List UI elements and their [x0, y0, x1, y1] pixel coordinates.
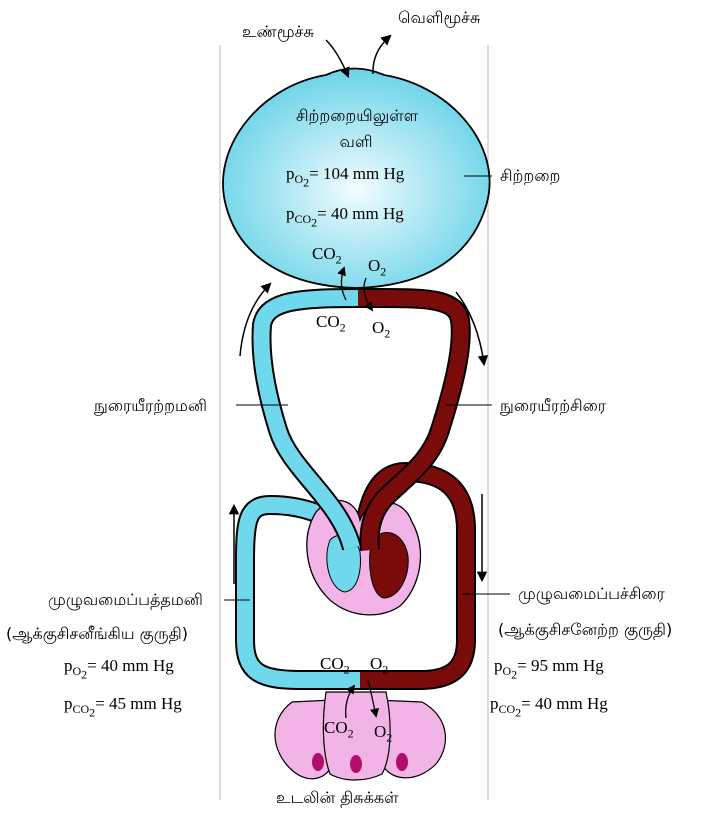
alveolar-air-line2: வளி	[340, 132, 373, 152]
inhalation-label: உண்மூச்சு	[242, 22, 314, 42]
co2-label-tissue-bottom: CO2	[324, 718, 354, 743]
exhalation-label: வெளிமூச்சு	[398, 8, 480, 28]
left-pco2: pCO2= 45 mm Hg	[64, 694, 182, 723]
exhale-arrow	[373, 36, 390, 74]
co2-label-alveolus-bottom: CO2	[316, 312, 346, 337]
alveolar-po2: pO2= 104 mm Hg	[286, 164, 404, 193]
pulmonary-artery-label: நுரையீரற்றமனி	[94, 396, 207, 416]
body-tissues-label: உடலின் திசுக்கள்	[276, 788, 399, 808]
systemic-vein-note: (ஆக்குசிசனேற்ற குருதி)	[498, 620, 672, 640]
o2-label-alveolus-top: O2	[368, 256, 386, 281]
co2-label-tissue-top: CO2	[320, 654, 350, 679]
o2-label-alveolus-bottom: O2	[372, 318, 390, 343]
alveolus-label: சிற்றறை	[500, 166, 560, 186]
right-pco2: pCO2= 40 mm Hg	[490, 694, 608, 723]
co2-label-alveolus-top: CO2	[312, 244, 342, 269]
pulmonary-vein-label: நுரையீரற்சிரை	[500, 396, 606, 416]
alveolar-pco2: pCO2= 40 mm Hg	[286, 204, 404, 233]
o2-label-tissue-top: O2	[370, 654, 388, 679]
body-tissues	[275, 692, 446, 780]
alveolar-air-line1: சிற்றறையிலுள்ள	[296, 106, 418, 126]
o2-label-tissue-bottom: O2	[374, 722, 392, 747]
systemic-vein-label: முழுவமைப்பச்சிரை	[518, 584, 665, 604]
right-po2: pO2= 95 mm Hg	[494, 656, 604, 685]
left-po2: pO2= 40 mm Hg	[64, 656, 174, 685]
systemic-artery-note: (ஆக்குசிசனீங்கிய குருதி)	[6, 624, 188, 644]
systemic-artery-label: முழுவமைப்பத்தமனி	[48, 590, 203, 610]
